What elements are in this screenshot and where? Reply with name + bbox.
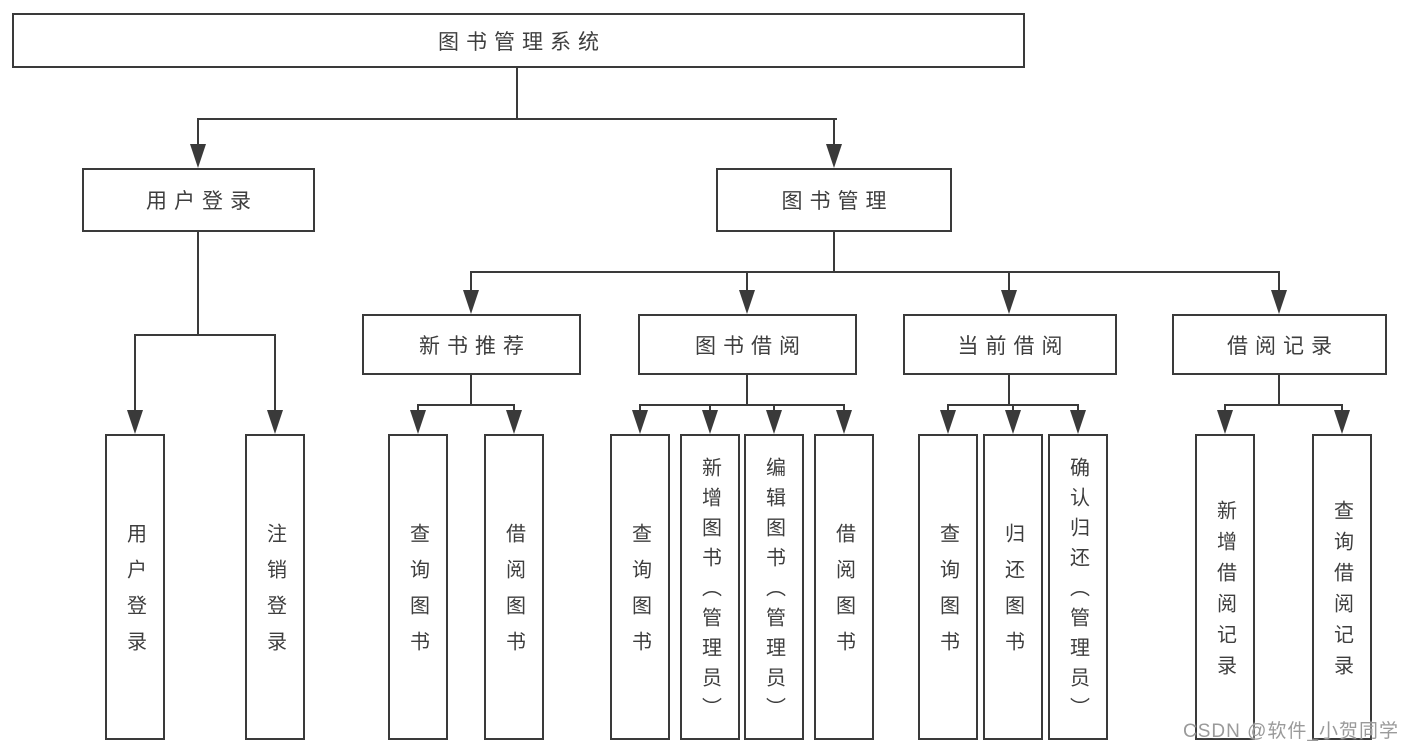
connector-line xyxy=(513,404,515,414)
leaf-query-books-borrowing: 查询图书 xyxy=(610,434,670,740)
node-user-login-group: 用户登录 xyxy=(82,168,315,232)
connector-line xyxy=(1008,375,1010,406)
arrowhead-down-icon xyxy=(940,410,956,434)
connector-line xyxy=(197,118,199,148)
arrowhead-down-icon xyxy=(836,410,852,434)
connector-line xyxy=(773,404,775,414)
leaf-user-login: 用户登录 xyxy=(105,434,165,740)
node-label: 查询借阅记录 xyxy=(1330,499,1353,686)
arrowhead-down-icon xyxy=(1070,410,1086,434)
connector-line xyxy=(833,118,835,148)
leaf-query-books-current: 查询图书 xyxy=(918,434,978,740)
connector-line xyxy=(1008,271,1010,294)
leaf-add-book-admin: 新增图书（管理员） xyxy=(680,434,740,740)
connector-line xyxy=(1341,404,1343,414)
node-label: 图书借阅 xyxy=(695,334,807,358)
node-label: 归还图书 xyxy=(1001,523,1024,667)
connector-line xyxy=(197,232,199,336)
node-label: 当前借阅 xyxy=(957,334,1070,358)
connector-line xyxy=(470,271,472,294)
connector-line xyxy=(134,334,136,414)
node-label: 新书推荐 xyxy=(419,334,531,358)
node-label: 注销登录 xyxy=(263,523,286,667)
connector-line xyxy=(1278,375,1280,406)
node-label: 编辑图书（管理员） xyxy=(762,457,785,727)
node-label: 用户登录 xyxy=(146,190,258,213)
connector-line xyxy=(843,404,845,414)
node-label: 借阅图书 xyxy=(832,523,855,667)
connector-line xyxy=(639,404,641,414)
leaf-borrow-books-recommend: 借阅图书 xyxy=(484,434,544,740)
node-label: 查询图书 xyxy=(628,523,651,667)
arrowhead-down-icon xyxy=(1217,410,1233,434)
connector-line xyxy=(470,375,472,406)
connector-line xyxy=(947,404,949,414)
node-book-borrowing: 图书借阅 xyxy=(638,314,857,375)
node-label: 新增图书（管理员） xyxy=(698,457,721,727)
arrowhead-down-icon xyxy=(463,290,479,314)
connector-line xyxy=(197,118,837,120)
connector-line xyxy=(470,271,1280,273)
connector-line xyxy=(134,334,276,336)
connector-line xyxy=(639,404,845,406)
watermark: CSDN @软件_小贺同学 xyxy=(1183,721,1399,742)
arrowhead-down-icon xyxy=(127,410,143,434)
node-label: 借阅图书 xyxy=(502,523,525,667)
arrowhead-down-icon xyxy=(632,410,648,434)
leaf-logout: 注销登录 xyxy=(245,434,305,740)
connector-line xyxy=(1012,404,1014,414)
arrowhead-down-icon xyxy=(1271,290,1287,314)
node-new-book-recommendation: 新书推荐 xyxy=(362,314,581,375)
arrowhead-down-icon xyxy=(1001,290,1017,314)
arrowhead-down-icon xyxy=(739,290,755,314)
connector-line xyxy=(1278,271,1280,294)
leaf-confirm-return-admin: 确认归还（管理员） xyxy=(1048,434,1108,740)
leaf-return-book: 归还图书 xyxy=(983,434,1043,740)
leaf-borrow-books-borrowing: 借阅图书 xyxy=(814,434,874,740)
node-book-management: 图书管理 xyxy=(716,168,952,232)
arrowhead-down-icon xyxy=(267,410,283,434)
connector-line xyxy=(274,334,276,414)
node-library-management-system: 图书管理系统 xyxy=(12,13,1025,68)
arrowhead-down-icon xyxy=(506,410,522,434)
arrowhead-down-icon xyxy=(1334,410,1350,434)
arrowhead-down-icon xyxy=(766,410,782,434)
node-borrowing-records: 借阅记录 xyxy=(1172,314,1387,375)
connector-line xyxy=(417,404,515,406)
leaf-edit-book-admin: 编辑图书（管理员） xyxy=(744,434,804,740)
leaf-query-borrow-record: 查询借阅记录 xyxy=(1312,434,1372,740)
node-label: 借阅记录 xyxy=(1227,334,1339,358)
connector-line xyxy=(417,404,419,414)
connector-line xyxy=(1224,404,1343,406)
connector-line xyxy=(1224,404,1226,414)
node-current-borrowing: 当前借阅 xyxy=(903,314,1117,375)
connector-line xyxy=(1077,404,1079,414)
node-label: 新增借阅记录 xyxy=(1213,499,1236,686)
node-label: 图书管理 xyxy=(781,190,894,213)
node-label: 查询图书 xyxy=(406,523,429,667)
arrowhead-down-icon xyxy=(1005,410,1021,434)
connector-line xyxy=(746,271,748,294)
node-label: 查询图书 xyxy=(936,523,959,667)
arrowhead-down-icon xyxy=(190,144,206,168)
connector-line xyxy=(516,66,518,119)
connector-line xyxy=(709,404,711,414)
node-label: 图书管理系统 xyxy=(438,30,606,54)
node-label: 用户登录 xyxy=(123,523,146,667)
leaf-query-books-recommend: 查询图书 xyxy=(388,434,448,740)
arrowhead-down-icon xyxy=(410,410,426,434)
arrowhead-down-icon xyxy=(702,410,718,434)
connector-line xyxy=(746,375,748,406)
arrowhead-down-icon xyxy=(826,144,842,168)
leaf-add-borrow-record: 新增借阅记录 xyxy=(1195,434,1255,740)
connector-line xyxy=(833,232,835,273)
node-label: 确认归还（管理员） xyxy=(1066,457,1089,727)
